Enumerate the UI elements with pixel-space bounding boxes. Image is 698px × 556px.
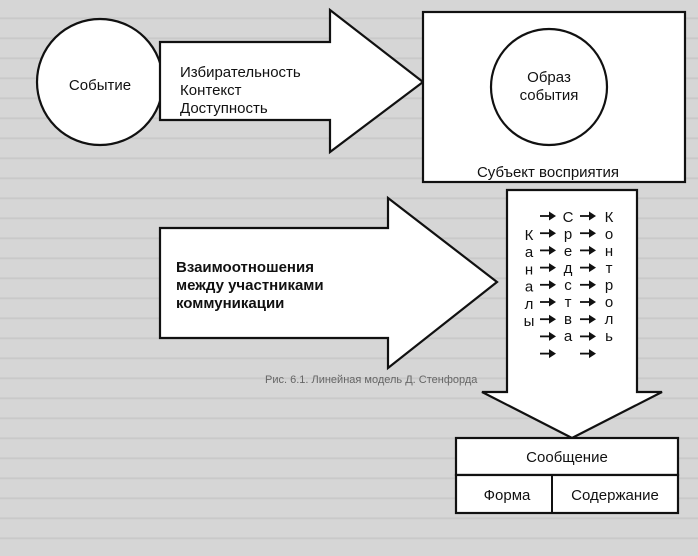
- means-letter: а: [564, 328, 573, 345]
- means-letter: д: [564, 260, 573, 277]
- channels-letter: а: [525, 279, 534, 296]
- small-arrow-head: [589, 228, 596, 238]
- figure-caption: Рис. 6.1. Линейная модель Д. Стенфорда: [265, 374, 478, 386]
- perception-line-2: Контекст: [180, 82, 242, 99]
- event-image-circle: [489, 27, 609, 147]
- channel-arrow: [481, 188, 663, 440]
- form-label: Форма: [484, 487, 531, 504]
- small-arrows: [540, 211, 596, 359]
- relations-line-3: коммуникации: [176, 295, 284, 312]
- small-arrow-head: [589, 331, 596, 341]
- relations-line-1: Взаимоотношения: [176, 259, 314, 276]
- message-parts-box: [454, 473, 680, 515]
- perception-line-1: Избирательность: [180, 64, 301, 81]
- small-arrow-head: [549, 331, 556, 341]
- control-letter: л: [605, 311, 614, 328]
- relations-arrow: [158, 195, 499, 371]
- control-letter: ь: [605, 328, 613, 345]
- small-arrow-head: [549, 349, 556, 359]
- relations-line-2: между участниками: [176, 277, 324, 294]
- message-label: Сообщение: [526, 449, 608, 466]
- small-arrow-head: [589, 297, 596, 307]
- event-label: Событие: [69, 77, 131, 94]
- small-arrow-head: [549, 280, 556, 290]
- perception-arrow: [158, 7, 425, 155]
- small-arrow-head: [589, 245, 596, 255]
- small-arrow-head: [589, 314, 596, 324]
- event-image-line-1: Образ: [527, 69, 571, 86]
- channels-letter: К: [525, 227, 534, 244]
- small-arrow-head: [549, 228, 556, 238]
- control-letter: н: [605, 243, 613, 260]
- channels-letter: ы: [524, 313, 535, 330]
- small-arrow-head: [549, 297, 556, 307]
- means-letter: р: [564, 226, 572, 243]
- channels-letter: а: [525, 244, 534, 261]
- small-arrow-head: [549, 211, 556, 221]
- control-letter: т: [606, 260, 613, 277]
- small-arrow-head: [549, 263, 556, 273]
- small-arrow-head: [589, 349, 596, 359]
- event-image-line-2: события: [520, 87, 579, 104]
- means-letter: в: [564, 311, 572, 328]
- message-box: [454, 436, 680, 477]
- small-arrow-head: [589, 211, 596, 221]
- perception-line-3: Доступность: [180, 100, 268, 117]
- control-letter: К: [605, 209, 614, 226]
- means-letter: С: [563, 209, 574, 226]
- small-arrow-head: [589, 280, 596, 290]
- means-letter: т: [565, 294, 572, 311]
- small-arrow-head: [549, 314, 556, 324]
- small-arrow-head: [589, 263, 596, 273]
- small-arrow-head: [549, 245, 556, 255]
- control-letter: о: [605, 294, 613, 311]
- subject-label: Субъект восприятия: [477, 164, 619, 181]
- means-letter: с: [564, 277, 572, 294]
- control-letter: р: [605, 277, 613, 294]
- content-label: Содержание: [571, 487, 659, 504]
- channels-letter: н: [525, 261, 533, 278]
- means-letter: е: [564, 243, 572, 260]
- control-letter: о: [605, 226, 613, 243]
- channels-letter: л: [525, 296, 534, 313]
